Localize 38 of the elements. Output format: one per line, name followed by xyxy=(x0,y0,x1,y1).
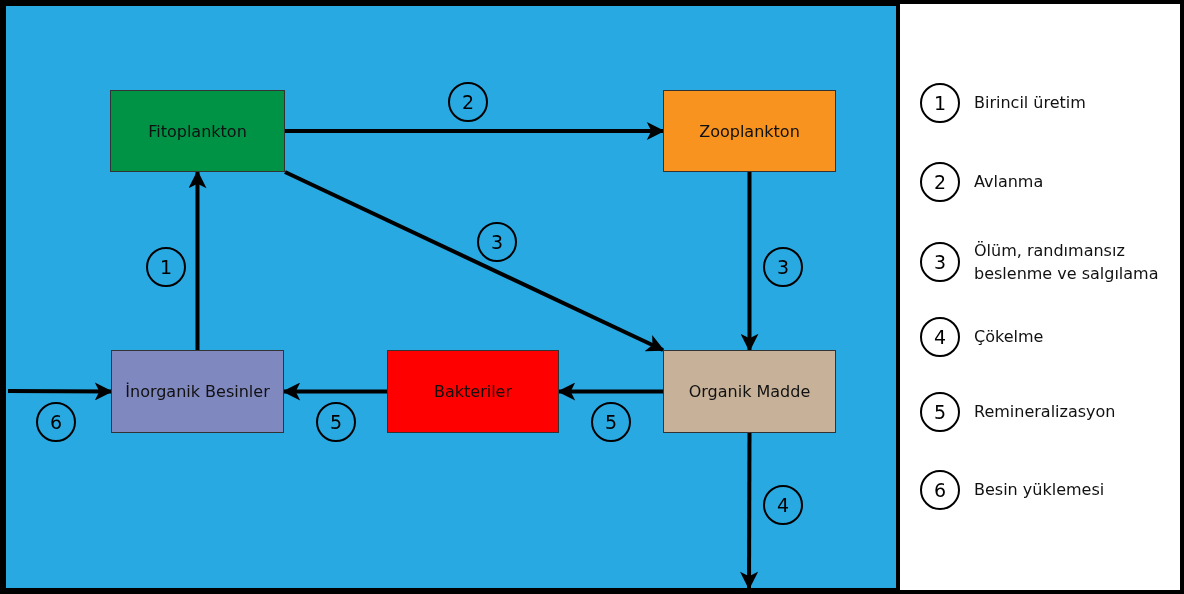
legend-text: Ölüm, randımansız beslenme ve salgılama xyxy=(974,239,1160,285)
arrow xyxy=(284,170,665,352)
legend-text: Çökelme xyxy=(974,326,1045,349)
edge-label: 5 xyxy=(591,402,631,442)
node-label: Fitoplankton xyxy=(148,121,247,141)
arrow xyxy=(282,382,387,401)
legend-text: Birincil üretim xyxy=(974,92,1087,115)
edge-label: 5 xyxy=(316,402,356,442)
phytoplankton-box xyxy=(110,90,285,172)
node-label: Organik Madde xyxy=(688,382,811,401)
node-label: Zooplankton xyxy=(699,121,800,141)
legend-number: 1 xyxy=(920,83,960,123)
nutrient-box xyxy=(111,350,284,433)
arrow xyxy=(740,172,759,352)
legend-number: 6 xyxy=(920,470,960,510)
organic-matter-box xyxy=(663,350,836,433)
legend-text: Remineralizasyon xyxy=(974,401,1117,424)
edge-label: 4 xyxy=(763,485,803,525)
edge-label: 6 xyxy=(36,402,76,442)
node-label: Bakteriler xyxy=(433,382,513,401)
legend-number: 4 xyxy=(920,317,960,357)
node-label: İnorganik Besinler xyxy=(125,382,270,401)
arrow xyxy=(285,122,665,140)
legend-number: 3 xyxy=(920,242,960,282)
legend-text: Avlanma xyxy=(974,171,1045,194)
arrow xyxy=(740,433,759,590)
edge-label: 3 xyxy=(763,247,803,287)
legend-number: 2 xyxy=(920,162,960,202)
edge-label: 3 xyxy=(477,222,517,262)
arrow xyxy=(557,382,663,401)
legend-number: 5 xyxy=(920,392,960,432)
edge-label: 1 xyxy=(146,247,186,287)
legend-text: Besin yüklemesi xyxy=(974,479,1106,502)
bacteria-box xyxy=(387,350,559,433)
zooplankton-box xyxy=(663,90,836,172)
arrow xyxy=(188,170,207,350)
edge-label: 2 xyxy=(448,82,488,122)
arrow xyxy=(8,382,113,401)
